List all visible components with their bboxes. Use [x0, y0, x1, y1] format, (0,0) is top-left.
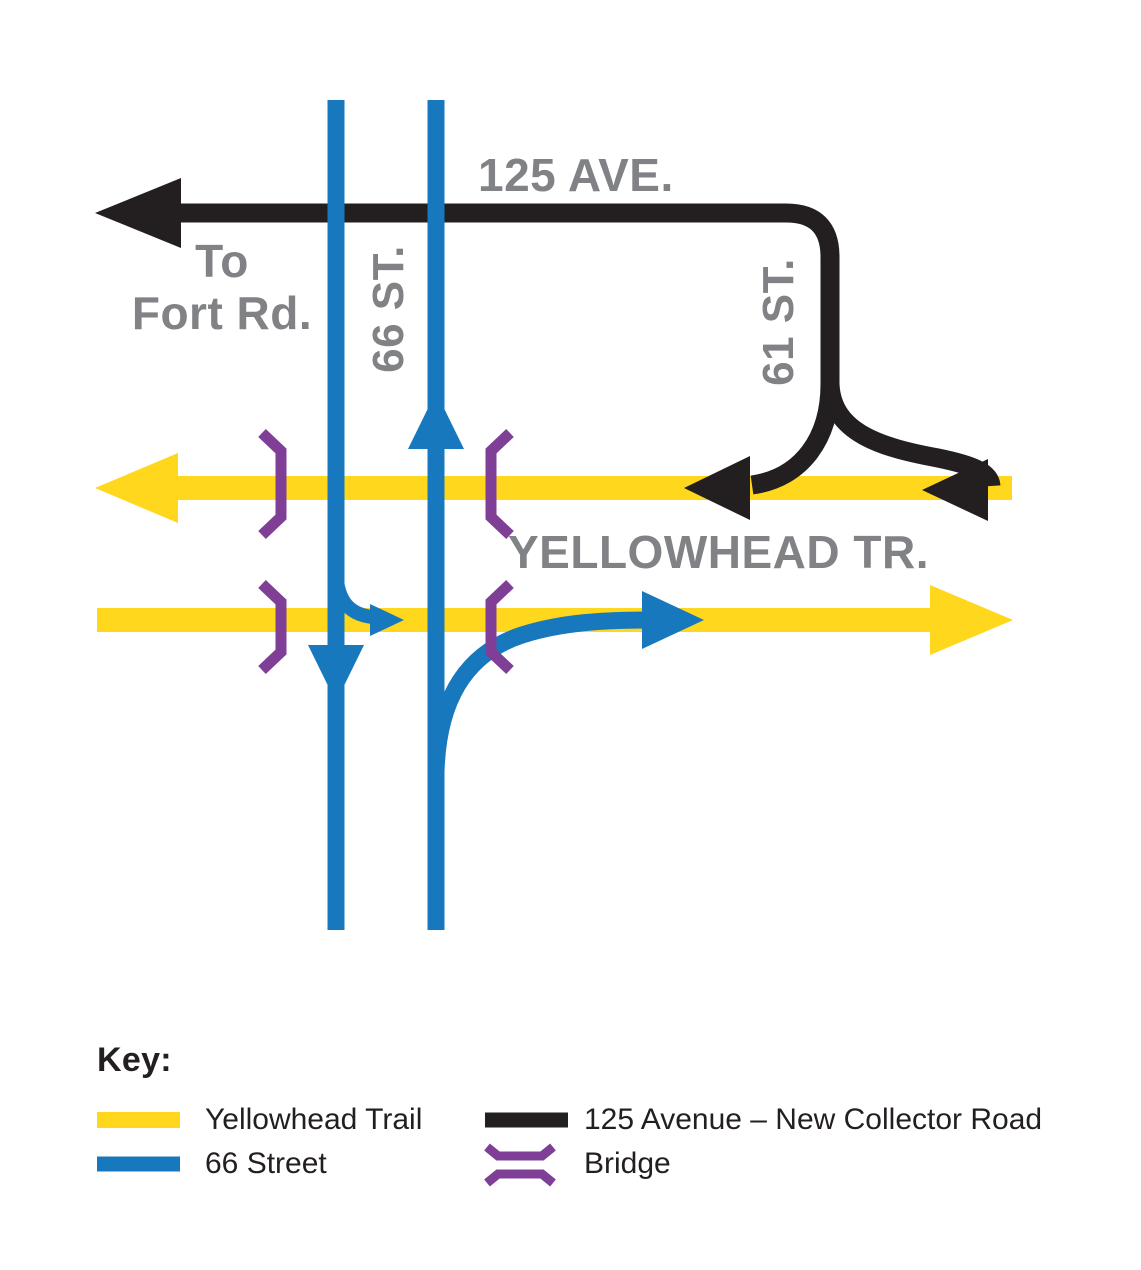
collector-ramp-right-arrowhead: [922, 459, 988, 521]
yellowhead-eastbound-arrowhead: [930, 585, 1013, 655]
street66-northbound-turn-arrowhead: [642, 591, 704, 649]
label-61-st: 61 ST.: [754, 258, 803, 386]
label-yellowhead-tr: YELLOWHEAD TR.: [508, 526, 929, 578]
bridge-west-parapet-south: [258, 580, 287, 674]
label-to-fort-rd-line1: To: [195, 235, 249, 287]
bridge-east-parapet-north: [485, 429, 514, 539]
key-label-bridge: Bridge: [584, 1147, 671, 1180]
label-66-st: 66 ST.: [364, 245, 413, 373]
street66-northbound-turn-ramp: [427, 611, 649, 773]
bridge-east-parapet-south: [485, 580, 514, 674]
collector-west-arrowhead: [95, 178, 181, 248]
key-label-125-avenue: 125 Avenue – New Collector Road: [584, 1103, 1043, 1136]
street66-northbound-up-arrowhead: [408, 392, 464, 449]
bridge-west-parapet-north: [258, 429, 287, 539]
label-to-fort-rd: To Fort Rd.: [118, 235, 326, 339]
key-bridge-symbol-top: [484, 1143, 556, 1161]
collector-125ave-road: [178, 203, 840, 388]
label-to-fort-rd-line2: Fort Rd.: [131, 286, 313, 339]
key-bridge-symbol-bottom: [484, 1169, 556, 1187]
key-label-66-street: 66 Street: [205, 1147, 327, 1180]
yellowhead-westbound-arrowhead: [95, 453, 178, 523]
street66-southbound-down-arrowhead: [308, 645, 364, 702]
key-label-yellowhead-trail: Yellowhead Trail: [205, 1103, 423, 1136]
label-125-ave: 125 AVE.: [478, 149, 674, 201]
street66-southbound-turn-arrowhead: [370, 604, 404, 636]
street66-southbound-turn-ramp: [329, 565, 374, 624]
key-title: Key:: [97, 1041, 172, 1079]
collector-ramp-left-arrowhead: [684, 456, 750, 520]
